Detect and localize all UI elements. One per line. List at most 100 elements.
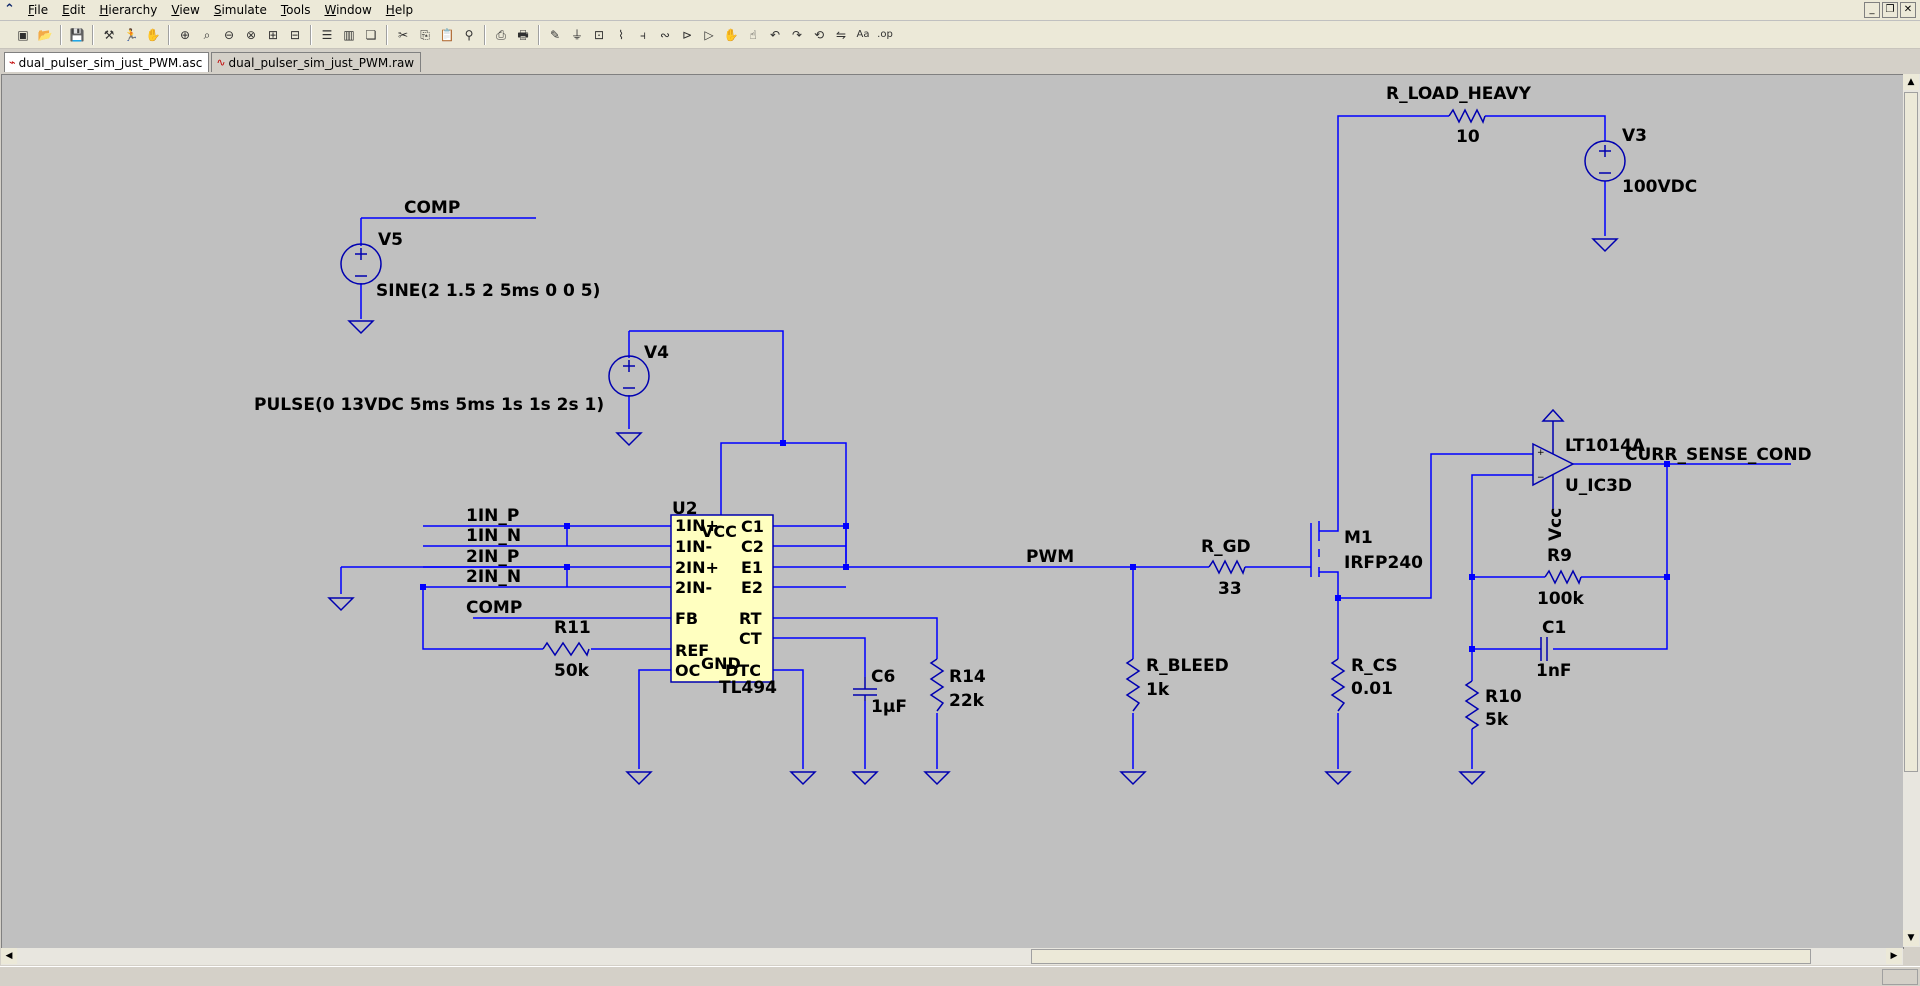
autorange-icon[interactable]: ⊞	[263, 25, 283, 45]
control-panel-icon[interactable]: ⚒	[99, 25, 119, 45]
menu-edit[interactable]: Edit	[56, 3, 93, 17]
tab-waveform[interactable]: ∿ dual_pulser_sim_just_PWM.raw	[211, 52, 421, 72]
menu-window[interactable]: Window	[318, 3, 379, 17]
redo-icon[interactable]: ↷	[787, 25, 807, 45]
label-r-cs-value: 0.01	[1351, 679, 1393, 699]
open-icon[interactable]: 📂	[35, 25, 55, 45]
close-icon[interactable]: ✕	[1900, 2, 1916, 18]
svg-text:−: −	[1537, 473, 1545, 483]
label-r-load-heavy: R_LOAD_HEAVY	[1386, 84, 1532, 104]
label-comp-top: COMP	[404, 198, 460, 218]
resistor-icon[interactable]: ⌇	[611, 25, 631, 45]
tab-label: dual_pulser_sim_just_PWM.raw	[229, 56, 415, 70]
toolbar: ▣📂💾⚒🏃✋⊕⌕⊖⊗⊞⊟☰▥❏✂⎘📋⚲⎙🖶✎⏚⊡⌇⫞∾⊳▷✋☝↶↷⟲⇋Aa.op	[0, 21, 1920, 49]
label-comp-left: COMP	[466, 598, 522, 618]
label-c1-value: 1nF	[1536, 661, 1572, 681]
diode-icon[interactable]: ⊳	[677, 25, 697, 45]
resistor-r-gd	[1209, 561, 1245, 573]
move-icon[interactable]: ✋	[721, 25, 741, 45]
vertical-scroll-thumb[interactable]	[1904, 92, 1918, 772]
label-v3: V3	[1622, 126, 1647, 146]
horizontal-scroll-thumb[interactable]	[1031, 949, 1811, 964]
scroll-down-icon[interactable]: ▼	[1903, 930, 1919, 946]
label-r14-value: 22k	[949, 691, 985, 711]
print-setup-icon[interactable]: ⎙	[491, 25, 511, 45]
toolbar-separator	[484, 25, 486, 45]
save-icon[interactable]: 💾	[67, 25, 87, 45]
menu-hierarchy[interactable]: Hierarchy	[93, 3, 165, 17]
grid-icon[interactable]: ⊟	[285, 25, 305, 45]
print-icon[interactable]: 🖶	[513, 25, 533, 45]
status-panel	[1882, 969, 1918, 985]
zoom-fit-icon[interactable]: ⊗	[241, 25, 261, 45]
label-curr-sense-cond: CURR_SENSE_COND	[1625, 445, 1812, 465]
scroll-right-icon[interactable]: ▶	[1886, 948, 1902, 964]
u2-pin-oc: OC	[675, 661, 700, 680]
vertical-scrollbar[interactable]: ▲ ▼	[1903, 74, 1920, 947]
run-icon[interactable]: 🏃	[121, 25, 141, 45]
scroll-up-icon[interactable]: ▲	[1903, 74, 1919, 90]
label-c1: C1	[1542, 618, 1566, 638]
paste-icon[interactable]: 📋	[437, 25, 457, 45]
undo-icon[interactable]: ↶	[765, 25, 785, 45]
menu-bar: ⌃ File Edit Hierarchy View Simulate Tool…	[0, 0, 1920, 21]
menu-file[interactable]: File	[22, 3, 56, 17]
schematic-labels: R_LOAD_HEAVY 10 V3 100VDC COMP V5 SINE(2…	[254, 84, 1812, 730]
restore-icon[interactable]: ❐	[1882, 2, 1898, 18]
waveform-icon: ∿	[216, 56, 225, 69]
resistor-r10	[1466, 681, 1478, 729]
label-r-gd-value: 33	[1218, 579, 1242, 599]
rotate-icon[interactable]: ⟲	[809, 25, 829, 45]
opamp-lt1014a: + −	[1533, 410, 1573, 513]
label-r11-value: 50k	[554, 661, 590, 681]
label-r-cs: R_CS	[1351, 656, 1398, 676]
resistor-r-load-heavy	[1449, 110, 1485, 122]
zoom-out-icon[interactable]: ⊖	[219, 25, 239, 45]
wire-icon[interactable]: ✎	[545, 25, 565, 45]
voltage-source-v3	[1585, 141, 1625, 181]
drag-icon[interactable]: ☝	[743, 25, 763, 45]
label-r-bleed: R_BLEED	[1146, 656, 1229, 676]
find-icon[interactable]: ⚲	[459, 25, 479, 45]
window-controls: _ ❐ ✕	[1864, 2, 1916, 18]
tab-schematic[interactable]: ⌁ dual_pulser_sim_just_PWM.asc	[4, 52, 209, 72]
zoom-pan-icon[interactable]: ⌕	[197, 25, 217, 45]
schematic-canvas[interactable]: + − R_LOAD_HEAVY 10 V3 100VDC COMP V5 SI…	[1, 74, 1904, 949]
scroll-left-icon[interactable]: ◀	[1, 948, 17, 964]
spice-directive-icon[interactable]: .op	[875, 25, 895, 45]
component-icon[interactable]: ▷	[699, 25, 719, 45]
u2-pin-2in-plus: 2IN+	[675, 558, 719, 577]
label-m1: M1	[1344, 528, 1373, 548]
tile-vertical-icon[interactable]: ▥	[339, 25, 359, 45]
mirror-icon[interactable]: ⇋	[831, 25, 851, 45]
cut-icon[interactable]: ✂	[393, 25, 413, 45]
menu-help[interactable]: Help	[380, 3, 421, 17]
toolbar-separator	[168, 25, 170, 45]
toolbar-separator	[386, 25, 388, 45]
ground-icon[interactable]: ⏚	[567, 25, 587, 45]
text-icon[interactable]: Aa	[853, 25, 873, 45]
cascade-icon[interactable]: ❏	[361, 25, 381, 45]
label-icon[interactable]: ⊡	[589, 25, 609, 45]
inductor-icon[interactable]: ∾	[655, 25, 675, 45]
menu-view[interactable]: View	[165, 3, 207, 17]
u2-pin-2in-minus: 2IN-	[675, 578, 712, 597]
label-vcc-opamp: Vcc	[1546, 508, 1566, 541]
zoom-in-icon[interactable]: ⊕	[175, 25, 195, 45]
minimize-icon[interactable]: _	[1864, 2, 1880, 18]
copy-icon[interactable]: ⎘	[415, 25, 435, 45]
voltage-source-v4	[609, 356, 649, 396]
tile-horizontal-icon[interactable]: ☰	[317, 25, 337, 45]
horizontal-scrollbar[interactable]: ◀ ▶	[1, 948, 1903, 965]
halt-icon[interactable]: ✋	[143, 25, 163, 45]
voltage-sources	[341, 141, 1625, 396]
u2-pin-vcc: VCC	[701, 522, 737, 541]
label-v4: V4	[644, 343, 669, 363]
menu-tools[interactable]: Tools	[275, 3, 319, 17]
new-schematic-icon[interactable]: ▣	[13, 25, 33, 45]
tab-label: dual_pulser_sim_just_PWM.asc	[19, 56, 203, 70]
menu-simulate[interactable]: Simulate	[208, 3, 275, 17]
u2-pin-fb: FB	[675, 609, 698, 628]
u2-pin-c2: C2	[741, 537, 764, 556]
capacitor-icon[interactable]: ⫞	[633, 25, 653, 45]
